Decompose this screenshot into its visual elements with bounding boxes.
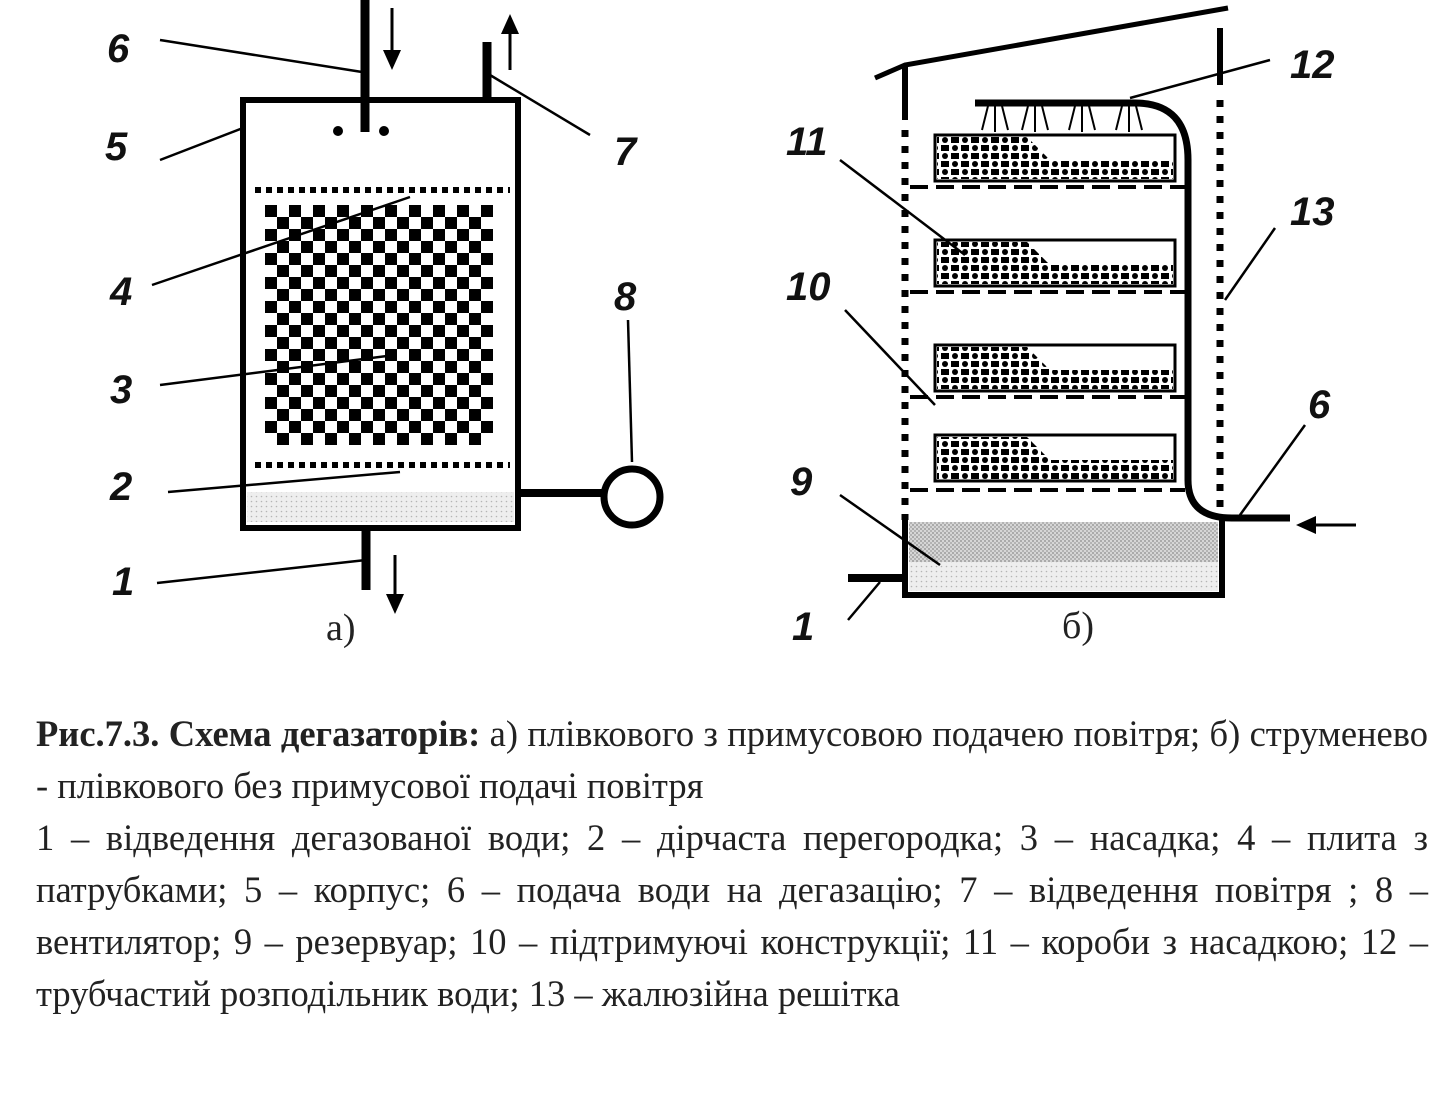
label-3: 3 [110, 368, 132, 412]
roof [874, 5, 1229, 81]
reservoir [902, 520, 1225, 598]
label-10: 10 [786, 265, 831, 309]
label-1-b: 1 [792, 605, 814, 649]
label-8: 8 [614, 275, 637, 319]
label-12: 12 [1290, 43, 1335, 87]
label-2: 2 [109, 465, 132, 509]
air-outlet-arrow-icon [501, 14, 519, 70]
fan-icon [600, 465, 664, 529]
caption-title: Рис.7.3. Схема дегазаторів: а) плівковог… [36, 708, 1428, 812]
label-6-b: 6 [1308, 383, 1331, 427]
housing [240, 97, 521, 531]
tubular-distributor [975, 99, 1290, 522]
caption-title-bold: Рис.7.3. Схема дегазаторів: [36, 713, 481, 754]
label-4: 4 [109, 270, 132, 314]
caption-title-rest: а) плівкового з примусовою подачею повіт… [36, 713, 1428, 806]
inlet-arrow-icon [383, 8, 401, 70]
label-1-a: 1 [112, 560, 134, 604]
label-6-a: 6 [107, 27, 130, 71]
sublabel-a: а) [326, 607, 356, 649]
diagram-b-jet-film-degasser: 12 11 13 10 6 9 1 б) [786, 5, 1356, 649]
degasser-diagrams: 6 5 4 3 2 1 7 8 а) [105, 0, 1356, 649]
label-5: 5 [105, 125, 128, 169]
spray-nozzles [981, 105, 1143, 132]
label-11: 11 [786, 120, 828, 164]
figure-caption: Рис.7.3. Схема дегазаторів: а) плівковог… [36, 708, 1428, 1020]
label-9: 9 [790, 460, 813, 504]
label-13: 13 [1290, 190, 1335, 234]
water-inlet-arrow-icon [1296, 516, 1356, 534]
label-7: 7 [614, 130, 638, 174]
sublabel-b: б) [1062, 605, 1094, 647]
diagram-a-film-degasser: 6 5 4 3 2 1 7 8 а) [105, 0, 664, 649]
outlet-arrow-icon [386, 555, 404, 614]
boxes-with-packing [910, 133, 1185, 492]
caption-legend: 1 – відведення дегазованої води; 2 – дір… [36, 817, 1428, 1014]
packing [265, 205, 493, 445]
